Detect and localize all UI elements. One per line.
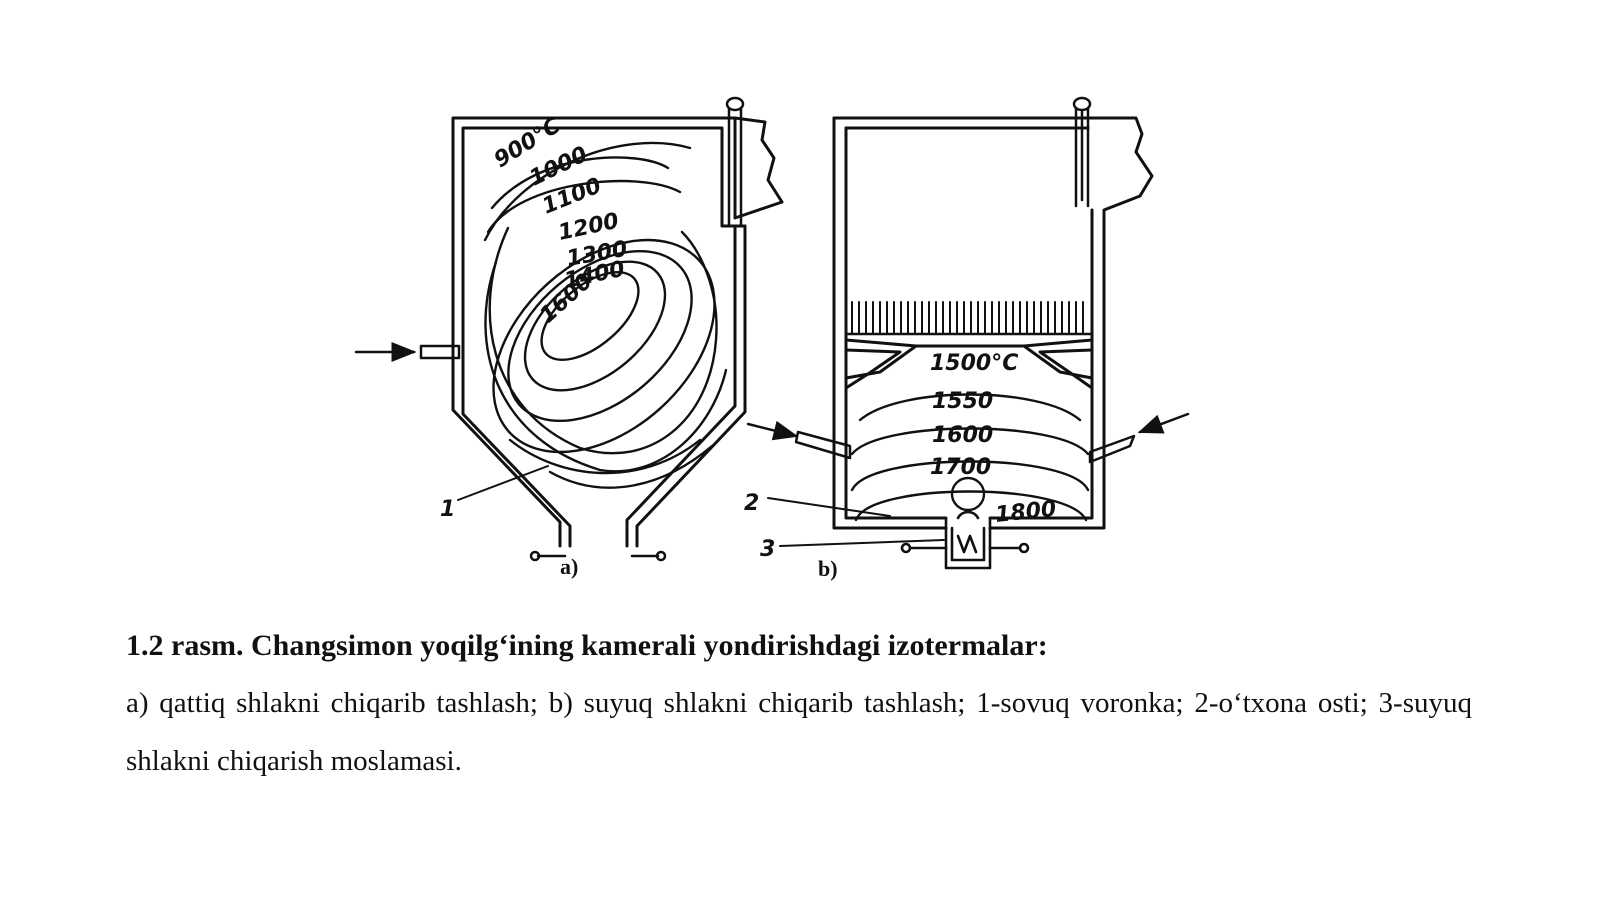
callout-1-leader bbox=[457, 465, 549, 501]
thermocouple-a bbox=[725, 96, 745, 228]
callout-3: 3 bbox=[760, 537, 775, 562]
isotherm-label-1500: 1500°C bbox=[930, 351, 1018, 376]
outlet-a bbox=[529, 550, 667, 562]
caption-body: a) qattiq shlakni chiqarib tashlash; b) … bbox=[126, 687, 1472, 777]
furnace-b-wall bbox=[832, 116, 1154, 530]
thermocouple-b bbox=[1072, 96, 1092, 208]
isotherm-label-1600-b: 1600 bbox=[932, 423, 993, 448]
callout-2: 2 bbox=[744, 491, 759, 516]
figure-caption: 1.2 rasm. Changsimon yoqilg‘ining kamera… bbox=[126, 624, 1472, 790]
callout-3-leader bbox=[779, 539, 945, 547]
isotherm-label-1550: 1550 bbox=[932, 389, 993, 414]
refractory-comb bbox=[851, 301, 1084, 335]
isotherm-label-1700: 1700 bbox=[930, 455, 991, 480]
isotherm-labels-b: 1500°C 1550 1600 1700 1800 bbox=[930, 351, 1058, 528]
hot-core bbox=[950, 476, 986, 512]
burner-inlet-a bbox=[354, 342, 461, 362]
furnace-isotherm-diagram: 900°C 1000 1100 1200 1300 1400 1600 1 a) bbox=[354, 96, 1190, 581]
panel-a-label: a) bbox=[560, 554, 578, 579]
panel-b-label: b) bbox=[818, 556, 838, 581]
caption-title: 1.2 rasm. Changsimon yoqilg‘ining kamera… bbox=[126, 629, 1048, 662]
panel-b bbox=[746, 96, 1190, 570]
furnace-a-wall bbox=[451, 116, 784, 548]
side-inlets-b bbox=[746, 412, 1190, 464]
constriction-b bbox=[844, 338, 1094, 390]
isotherms-b bbox=[850, 393, 1090, 522]
isotherms-a bbox=[483, 141, 728, 489]
callout-2-leader bbox=[767, 497, 891, 517]
panel-a bbox=[354, 96, 784, 562]
slag-tap bbox=[900, 510, 1030, 570]
callout-1: 1 bbox=[440, 497, 455, 522]
isotherm-labels-a: 900°C 1000 1100 1200 1300 1400 1600 bbox=[490, 113, 629, 328]
isotherm-label-1800: 1800 bbox=[994, 497, 1058, 528]
